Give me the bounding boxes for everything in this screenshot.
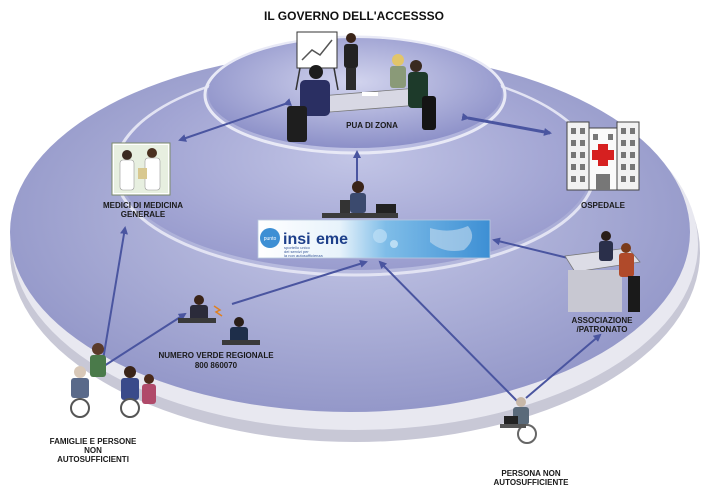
wheelchair-person-illustration [500, 397, 537, 444]
persona-label-line2: AUTOSUFFICIENTE [494, 478, 570, 487]
arrow-numeroverde-banner [231, 259, 368, 305]
hospital-icon [566, 121, 640, 191]
pua-meeting-illustration [287, 31, 436, 142]
punto-insieme-banner: punto insi eme sportello unico dei servi… [257, 219, 491, 259]
arrow-pua-medici [178, 98, 292, 142]
banner-brand-left: insi [283, 231, 311, 248]
associazione-label-line2: /PATRONATO [577, 325, 628, 334]
arrow-famiglie-numeroverde [103, 312, 187, 367]
punto-badge [260, 228, 280, 248]
doctors-illustration [111, 142, 171, 196]
operator-illustration [322, 181, 398, 218]
arrow-famiglie-medici [102, 226, 128, 361]
association-illustration [564, 231, 641, 312]
associazione-label-line1: ASSOCIAZIONE [572, 316, 634, 325]
banner-subtitle-line3: la non autosufficienza [284, 253, 323, 258]
numeroverde-label-line2: 800 860070 [195, 361, 238, 370]
call-center-illustration [178, 295, 260, 345]
numeroverde-label-line1: NUMERO VERDE REGIONALE [158, 351, 274, 360]
medici-label-line2: GENERALE [121, 210, 166, 219]
pua-label: PUA DI ZONA [346, 121, 398, 130]
arrow-persona-banner [378, 260, 520, 404]
medici-label-line1: MEDICI DI MEDICINA [103, 201, 183, 210]
banner-brand-right: eme [316, 231, 348, 248]
families-illustration [70, 343, 156, 418]
famiglie-label-line3: AUTOSUFFICIENTI [57, 455, 129, 464]
famiglie-label-line2: NON [84, 446, 102, 455]
persona-label-line1: PERSONA NON [501, 469, 560, 478]
banner-subtitle-line1: sportello unico [284, 245, 311, 250]
punto-badge-text: punto [264, 236, 277, 242]
banner-subtitle-line2: dei servizi per [284, 249, 309, 254]
arrow-associazione-banner [492, 237, 569, 259]
diagram-title: IL GOVERNO DELL'ACCESSSO [264, 9, 444, 23]
ospedale-label: OSPEDALE [581, 201, 626, 210]
famiglie-label-line1: FAMIGLIE E PERSONE [50, 437, 137, 446]
arrow-pua-ospedale [461, 112, 552, 136]
arrow-persona-associazione [525, 333, 602, 399]
